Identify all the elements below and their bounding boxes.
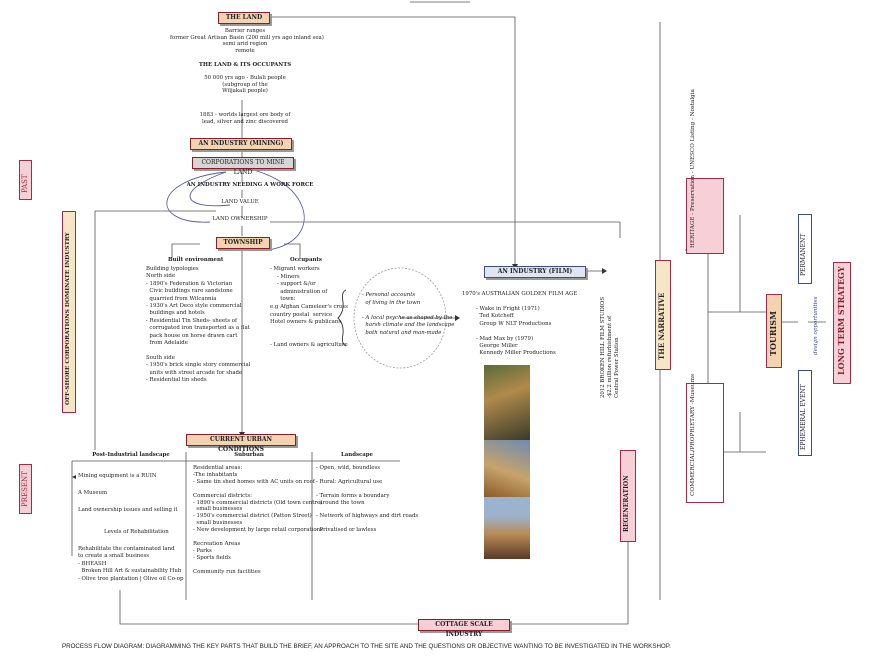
occupant-details: 50 000 yrs ago - Bulali people (subgroup… [204, 75, 286, 95]
land-value-label: LAND VALUE [221, 199, 259, 205]
discovery-details: 1883 - worlds largest ore body of lead, … [199, 112, 291, 125]
film-photo-2 [484, 440, 530, 497]
post-industrial-title: Post-Industrial landscape [92, 452, 170, 458]
land-occupants-heading: THE LAND & ITS OCCUPANTS [198, 62, 292, 68]
landscape-lines: - Open, wild, boundless - Rural: Agricul… [316, 465, 419, 534]
corporations-box: CORPORATIONS TO MINE LAND [192, 157, 294, 176]
suburban-lines: Residential areas: -The inhabitants - Sa… [193, 465, 323, 575]
built-env-title: Built environment [168, 257, 224, 263]
ephemeral-box [798, 370, 812, 456]
bubble-text: - Personal accounts of living in the tow… [362, 292, 455, 336]
film-photo-3 [484, 497, 530, 559]
occupants-lines: - Migrant workers - Miners - support &/o… [270, 266, 348, 348]
industry-film-box: AN INDUSTRY (FILM) [484, 266, 586, 278]
long-term-box [833, 262, 851, 384]
commercial-label: COMMERCIAL/PROPRIETARY -Museums [690, 373, 696, 496]
regeneration-box [620, 450, 636, 542]
work-force-label: AN INDUSTRY NEEDING A WORK FORCE [186, 182, 314, 188]
permanent-label: PERMANENT [800, 233, 807, 276]
caption: PROCESS FLOW DIAGRAM: DIAGRAMMING THE KE… [62, 643, 671, 650]
pi-item-1: Mining equipment is a RUIN [78, 473, 157, 479]
present-box [19, 464, 32, 514]
cottage-box: COTTAGE SCALE INDUSTRY [418, 619, 510, 638]
studios-text: 2012 BROKEN HILL FILM STUDIOS -$2.2 mill… [600, 296, 620, 398]
land-details: Barrier ranges former Great Artisan Basi… [170, 28, 324, 54]
film-age-title: 1970's AUSTRALIAN GOLDEN FILM AGE [462, 291, 578, 297]
offshore-label: OFF-SHORE CORPORATIONS DOMINATE INDUSTRY [65, 232, 71, 405]
commercial-box [686, 383, 724, 503]
occupants-title: Occupants [290, 257, 322, 263]
offshore-box [62, 211, 76, 413]
tourism-label: TOURISM [768, 311, 778, 356]
land-ownership-label: LAND OWNERSHIP [212, 216, 268, 222]
heritage-box [686, 178, 724, 254]
past-box [19, 160, 32, 200]
permanent-box [798, 214, 812, 284]
present-label: PRESENT [21, 471, 29, 507]
the-land-box: THE LAND [218, 12, 270, 24]
township-box: TOWNSHIP [216, 237, 270, 249]
pi-item-4: Levels of Rehabilitation [104, 529, 169, 535]
pi-item-2: A Museum [78, 490, 108, 496]
past-label: PAST [21, 174, 29, 193]
tourism-box [766, 294, 782, 368]
landscape-title: Landscape [341, 452, 373, 458]
rehab-lines: Rehabilitate the contaminated land to cr… [78, 546, 184, 582]
ephemeral-label: EPHEMERAL EVENT [800, 384, 807, 450]
pi-item-3: Land ownership issues and selling it [78, 507, 178, 513]
design-opps-label: design opportunities [813, 296, 819, 355]
current-urban-box: CURRENT URBAN CONDITIONS [186, 434, 296, 453]
narrative-box [655, 260, 671, 370]
industry-mining-box: AN INDUSTRY (MINING) [190, 138, 292, 150]
long-term-label: LONG TERM STRATEGY [836, 266, 846, 375]
narrative-label: THE NARRATIVE [657, 292, 666, 360]
regeneration-label: REGENERATION [623, 475, 630, 532]
suburban-title: Suburban [234, 452, 264, 458]
built-env-lines: Building typologies North side - 1890's … [146, 266, 251, 384]
film-photo-1 [484, 365, 530, 440]
heritage-label: HERITAGE - Preservation - UNESCO Listing… [690, 89, 696, 248]
film-details: - Wake in Fright (1971) Ted Kotcheff Gro… [476, 306, 556, 357]
